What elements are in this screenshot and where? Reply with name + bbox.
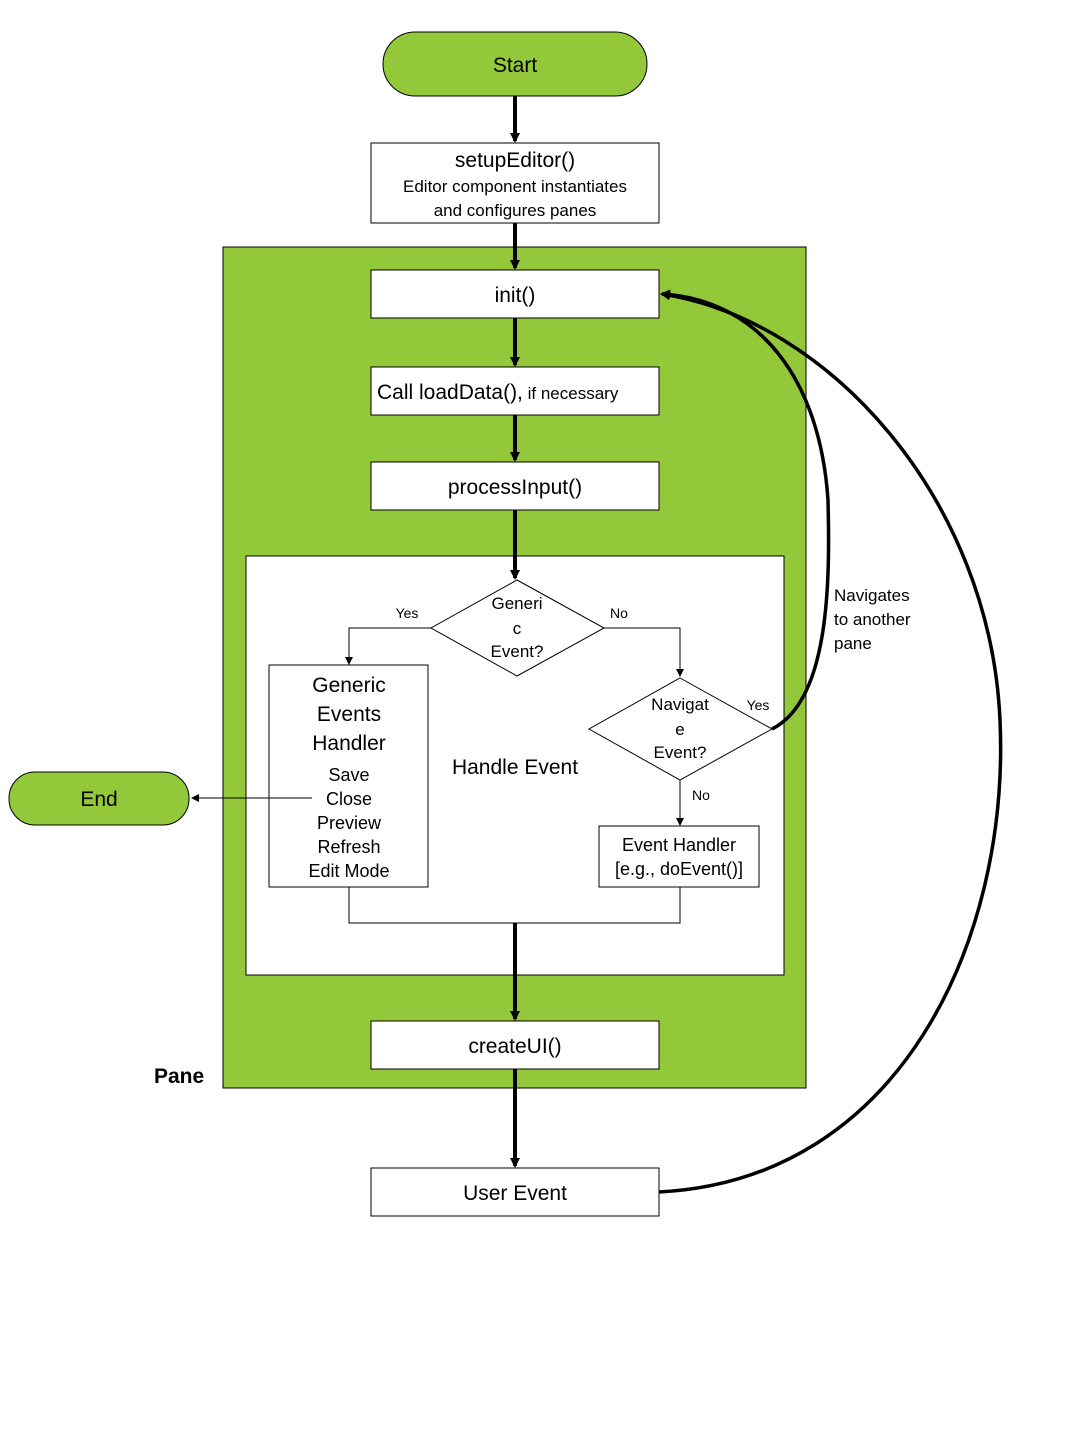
generic-handler-item-close: Close <box>326 789 372 809</box>
event-handler-line2: [e.g., doEvent()] <box>615 859 743 879</box>
generic-decision-line3: Event? <box>491 642 544 661</box>
user-event-node: User Event <box>370 1167 660 1217</box>
event-handler-line1: Event Handler <box>622 835 736 855</box>
edge-user-event-to-init <box>658 290 1003 1194</box>
load-data-label: Call loadData(), if necessary <box>377 381 619 404</box>
generic-decision-line1: Generi <box>491 594 542 613</box>
load-data-node: Call loadData(), if necessary <box>370 366 660 416</box>
edge-generic-no <box>604 627 684 677</box>
handle-event-label: Handle Event <box>452 756 578 779</box>
setup-editor-line2: and configures panes <box>434 201 597 220</box>
generic-handler-item-save: Save <box>328 765 369 785</box>
edge-navigate-yes-to-init <box>660 289 831 731</box>
process-input-node: processInput() <box>370 461 660 511</box>
start-node: Start <box>382 31 648 97</box>
generic-handler-title2: Events <box>317 703 381 726</box>
generic-handler-title1: Generic <box>312 674 386 697</box>
navigates-label-line3: pane <box>834 634 872 653</box>
start-label: Start <box>493 54 538 77</box>
generic-handler-item-refresh: Refresh <box>317 837 380 857</box>
event-handler-node: Event Handler [e.g., doEvent()] <box>598 825 760 888</box>
setup-editor-node: setupEditor() Editor component instantia… <box>370 142 660 224</box>
navigate-decision-line1: Navigat <box>651 695 709 714</box>
create-ui-node: createUI() <box>370 1020 660 1070</box>
navigate-decision-line2: e <box>675 720 684 739</box>
setup-editor-title: setupEditor() <box>455 149 575 172</box>
pane-label: Pane <box>154 1065 204 1088</box>
navigates-label-line2: to another <box>834 610 911 629</box>
generic-decision-line2: c <box>513 619 522 638</box>
generic-handler-title3: Handler <box>312 732 386 755</box>
generic-event-decision: Generi c Event? <box>429 579 606 677</box>
label-navigate-no: No <box>692 787 710 803</box>
process-input-label: processInput() <box>448 476 582 499</box>
create-ui-label: createUI() <box>468 1035 561 1058</box>
navigate-decision-line3: Event? <box>654 743 707 762</box>
edge-generic-yes <box>345 627 431 665</box>
label-navigate-yes: Yes <box>747 697 770 713</box>
generic-handler-item-edit-mode: Edit Mode <box>308 861 389 881</box>
init-node: init() <box>370 269 660 319</box>
generic-handler-item-preview: Preview <box>317 813 382 833</box>
label-generic-no: No <box>610 605 628 621</box>
setup-editor-line1: Editor component instantiates <box>403 177 627 196</box>
navigates-label-line1: Navigates <box>834 586 910 605</box>
label-generic-yes: Yes <box>396 605 419 621</box>
end-node: End <box>8 771 190 826</box>
generic-events-handler-node: Generic Events Handler Save Close Previe… <box>268 664 429 888</box>
init-label: init() <box>495 284 536 307</box>
end-label: End <box>80 788 117 811</box>
user-event-label: User Event <box>463 1182 567 1205</box>
navigate-event-decision: Navigat e Event? <box>587 677 774 781</box>
